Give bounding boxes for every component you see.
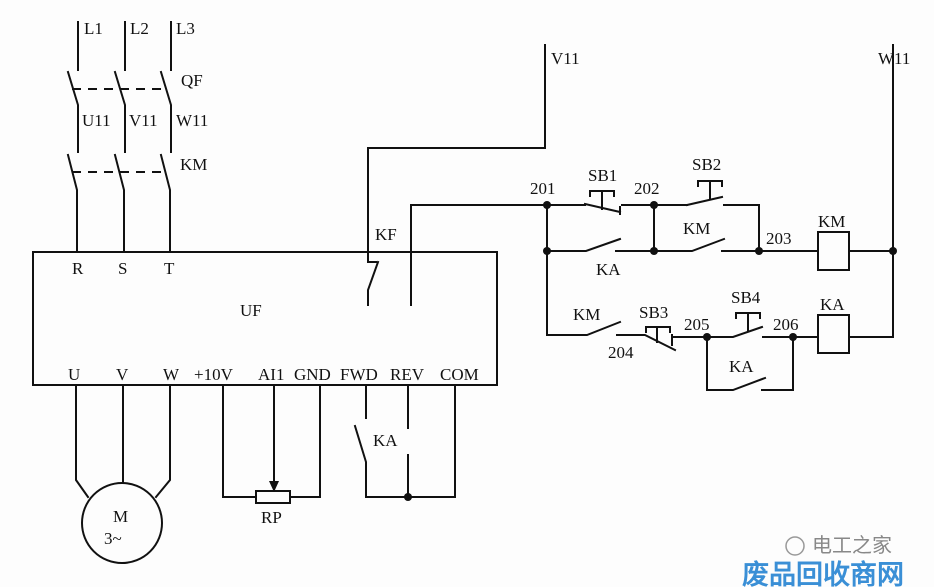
inverter-name: UF (240, 301, 262, 320)
terminal-s: S (118, 259, 127, 278)
label-qf: QF (181, 71, 203, 90)
terminal-10v: +10V (194, 365, 234, 384)
terminal-t: T (164, 259, 175, 278)
wechat-icon (785, 536, 805, 556)
label-ka-contact-2: KA (729, 357, 754, 376)
node-205 (703, 333, 711, 341)
coil-ka (817, 314, 850, 354)
motor-phase: 3~ (104, 529, 122, 548)
node (889, 247, 897, 255)
label-l1: L1 (84, 19, 103, 38)
label-km-main: KM (180, 155, 207, 174)
label-u11: U11 (82, 111, 111, 130)
label-km-contact-1: KM (683, 219, 710, 238)
label-kf: KF (375, 225, 397, 244)
label-204: 204 (608, 343, 634, 362)
label-w11-supply: W11 (878, 49, 910, 68)
label-v11: V11 (129, 111, 158, 130)
watermark-site: 废品回收商网 (742, 559, 904, 587)
terminal-u: U (68, 365, 80, 384)
label-v11-supply: V11 (551, 49, 580, 68)
node (543, 247, 551, 255)
potentiometer (222, 384, 321, 504)
fwd-rev-wiring (353, 384, 456, 501)
power-lines (66, 21, 172, 253)
terminal-fwd: FWD (340, 365, 378, 384)
control-circuit (543, 44, 897, 391)
label-rp: RP (261, 508, 282, 527)
motor-label: M (113, 507, 128, 526)
terminal-r: R (72, 259, 84, 278)
node-201 (543, 201, 551, 209)
label-coil-ka: KA (820, 295, 845, 314)
terminal-w: W (163, 365, 180, 384)
inverter-box (32, 251, 498, 386)
label-sb3: SB3 (639, 303, 668, 322)
terminal-gnd: GND (294, 365, 331, 384)
label-201: 201 (530, 179, 556, 198)
label-sb2: SB2 (692, 155, 721, 174)
label-coil-km: KM (818, 212, 845, 231)
label-ka-contact-1: KA (596, 260, 621, 279)
label-203: 203 (766, 229, 792, 248)
label-ka-fwd: KA (373, 431, 398, 450)
node (650, 247, 658, 255)
terminal-com: COM (440, 365, 479, 384)
coil-km (817, 231, 850, 271)
motor-wiring (75, 384, 171, 564)
label-l3: L3 (176, 19, 195, 38)
label-206: 206 (773, 315, 799, 334)
kf-fault-contact (367, 44, 548, 306)
label-l2: L2 (130, 19, 149, 38)
node-203 (755, 247, 763, 255)
motor-circle (81, 482, 163, 564)
label-202: 202 (634, 179, 660, 198)
label-km-contact-2: KM (573, 305, 600, 324)
terminal-rev: REV (390, 365, 425, 384)
label-205: 205 (684, 315, 710, 334)
label-w11: W11 (176, 111, 208, 130)
node-202 (650, 201, 658, 209)
watermark-account: 电工之家 (812, 533, 892, 557)
terminal-v: V (116, 365, 129, 384)
label-sb4: SB4 (731, 288, 761, 307)
node-206 (789, 333, 797, 341)
label-sb1: SB1 (588, 166, 617, 185)
terminal-ai1: AI1 (258, 365, 284, 384)
